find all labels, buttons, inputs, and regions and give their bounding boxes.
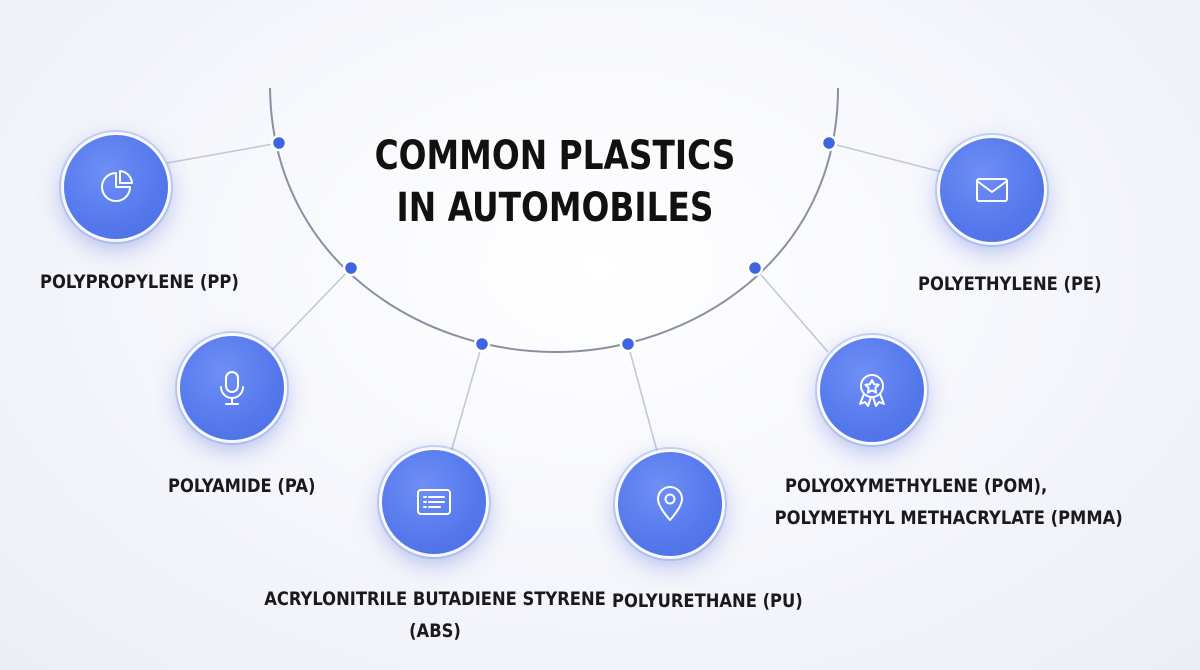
label-polypropylene: POLYPROPYLENE (PP): [40, 271, 239, 293]
arc-dot-pom: [746, 259, 764, 277]
label-polyurethane: POLYURETHANE (PU): [612, 590, 803, 612]
node-polyamide: [180, 336, 284, 440]
label-pom-pmma: POLYOXYMETHYLENE (POM), POLYMETHYL METHA…: [775, 472, 1123, 532]
connector-pe: [828, 142, 943, 173]
title-line-2: IN AUTOMOBILES: [396, 185, 714, 231]
arc-dot-pa: [342, 259, 360, 277]
microphone-icon: [220, 371, 244, 405]
arc-dot-pu: [619, 335, 637, 353]
title-line-1: COMMON PLASTICS: [374, 133, 736, 179]
label-pom-line-1: POLYOXYMETHYLENE (POM),: [785, 475, 1048, 497]
node-polyethylene: [940, 138, 1044, 242]
connector-pu: [627, 343, 659, 456]
location-pin-icon: [657, 486, 683, 521]
label-abs: ACRYLONITRILE BUTADIENE STYRENE (ABS): [242, 585, 629, 645]
pie-chart-icon: [101, 170, 133, 202]
label-abs-line-1: ACRYLONITRILE BUTADIENE STYRENE: [264, 588, 606, 610]
arc-dot-abs: [473, 335, 491, 353]
diagram-title: COMMON PLASTICS IN AUTOMOBILES: [371, 130, 740, 234]
document-list-icon: [417, 489, 451, 515]
label-polyethylene: POLYETHYLENE (PE): [918, 273, 1102, 295]
arc-dot-pe: [820, 134, 838, 152]
node-abs: [382, 450, 486, 554]
connector-pa: [271, 267, 352, 351]
label-pom-line-2: POLYMETHYL METHACRYLATE (PMMA): [774, 507, 1123, 529]
label-polyamide: POLYAMIDE (PA): [168, 475, 316, 497]
label-abs-line-2: (ABS): [409, 620, 461, 642]
award-badge-icon: [859, 374, 885, 407]
node-polyurethane: [618, 452, 722, 556]
node-pom-pmma: [820, 338, 924, 442]
envelope-icon: [976, 178, 1008, 202]
main-arc: [269, 87, 839, 354]
connector-abs: [450, 343, 483, 453]
connector-pp: [166, 142, 280, 164]
connector-pom: [754, 267, 829, 353]
node-polypropylene: [64, 135, 168, 239]
arc-dot-pp: [270, 134, 288, 152]
